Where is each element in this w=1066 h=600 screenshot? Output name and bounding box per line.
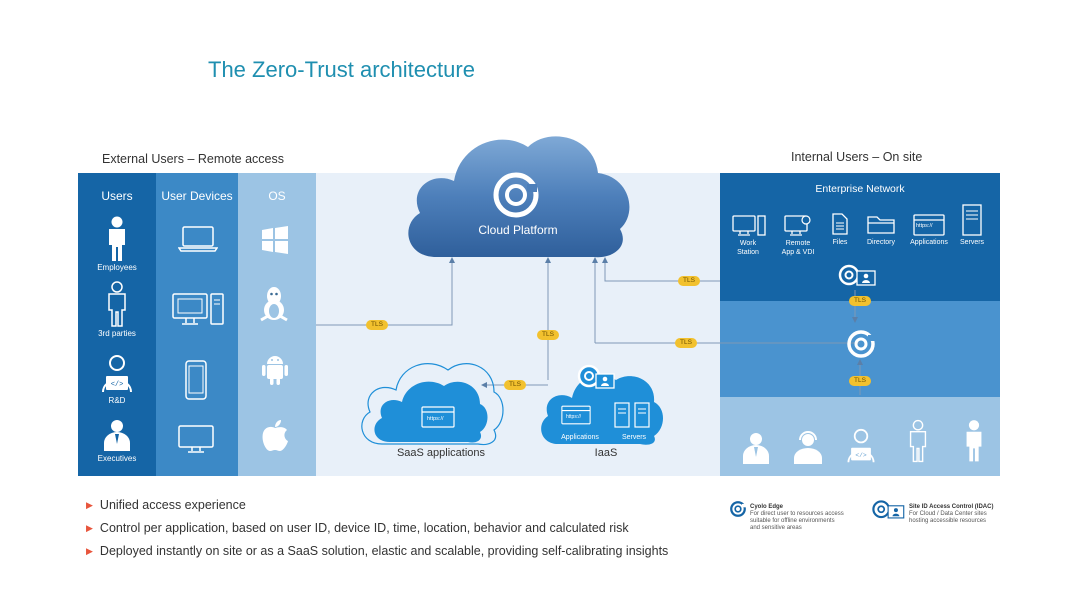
resource-label-remote-app: Remote App & VDI — [781, 240, 815, 256]
desktop-icon — [172, 293, 224, 325]
iaas-server-icon — [614, 402, 650, 428]
developer-icon: </> — [102, 355, 132, 393]
laptop-icon — [178, 226, 218, 252]
legend-idac: Site ID Access Control (IDAC) For Cloud … — [909, 504, 994, 524]
user-label-3rd-parties: 3rd parties — [98, 329, 136, 338]
bullet-item: ▶Control per application, based on user … — [86, 521, 629, 535]
tls-badge: TLS — [366, 320, 388, 330]
iaas-servers-label: Servers — [621, 434, 647, 441]
svg-text:</>: </> — [855, 452, 867, 459]
person-icon — [109, 216, 125, 261]
os-column-header: OS — [268, 189, 286, 203]
windows-icon — [262, 226, 288, 254]
internal-idac-icon — [838, 264, 876, 286]
remote-app-icon — [784, 215, 811, 236]
page-title: The Zero-Trust architecture — [208, 57, 475, 82]
iaas-label: IaaS — [594, 447, 618, 459]
cloud-platform-label: Cloud Platform — [478, 223, 558, 237]
tls-badge: TLS — [675, 338, 697, 348]
mobile-icon — [185, 360, 207, 400]
saas-label: SaaS applications — [396, 447, 486, 459]
apple-icon — [262, 420, 288, 451]
cyolo-edge-icon — [847, 330, 875, 358]
server-icon — [962, 204, 982, 236]
monitor-icon — [178, 425, 214, 453]
users-column-header: Users — [101, 189, 133, 203]
user-label-employees: Employees — [97, 263, 137, 272]
devices-column-header: User Devices — [161, 189, 233, 203]
legend-edge-icon — [730, 501, 746, 517]
files-icon — [832, 213, 848, 235]
onsite-person-outline-icon — [909, 419, 927, 463]
linux-icon — [260, 287, 288, 322]
support-agent-icon — [794, 431, 822, 464]
workstation-icon — [732, 215, 766, 236]
tls-badge: TLS — [849, 376, 871, 386]
iaas-cloud — [541, 374, 663, 445]
onsite-executive-icon — [743, 433, 769, 464]
onsite-person-icon — [966, 420, 982, 462]
cloud-platform — [408, 136, 630, 258]
idac-icon — [577, 364, 615, 389]
iaas-url: https:// — [566, 414, 582, 420]
resource-label-applications: Applications — [910, 239, 948, 246]
person-outline-icon — [108, 281, 126, 327]
iaas-app-icon — [561, 405, 591, 425]
resource-label-workstation: Work Station — [737, 240, 759, 256]
saas-app-icon — [421, 406, 455, 428]
legend-edge: Cyolo Edge For direct user to resources … — [750, 504, 844, 531]
internal-users-heading: Internal Users – On site — [791, 150, 923, 164]
cyolo-logo-icon — [493, 172, 539, 218]
directory-icon — [867, 216, 895, 234]
onsite-developer-icon: </> — [847, 428, 875, 463]
external-users-heading: External Users – Remote access — [102, 152, 285, 166]
tls-badge: TLS — [504, 380, 526, 390]
tls-badge: TLS — [537, 330, 559, 340]
bullet-item: ▶Unified access experience — [86, 498, 246, 512]
tls-badge: TLS — [678, 276, 700, 286]
applications-url: https:// — [916, 223, 933, 229]
enterprise-network-label: Enterprise Network — [815, 183, 905, 195]
resource-label-directory: Directory — [866, 239, 895, 246]
executive-icon — [104, 420, 130, 451]
resource-label-servers: Servers — [959, 239, 985, 246]
applications-icon — [913, 214, 945, 236]
iaas-apps-label: Applications — [561, 434, 599, 441]
user-label-rnd: R&D — [108, 396, 126, 405]
tls-badge: TLS — [849, 296, 871, 306]
saas-url: https:// — [427, 416, 444, 422]
android-icon — [262, 356, 288, 385]
bullet-item: ▶Deployed instantly on site or as a SaaS… — [86, 544, 669, 558]
resource-label-files: Files — [832, 239, 848, 246]
user-label-executives: Executives — [97, 454, 137, 463]
svg-text:</>: </> — [111, 381, 124, 389]
legend-idac-icon — [872, 500, 905, 519]
saas-cloud — [361, 363, 504, 446]
